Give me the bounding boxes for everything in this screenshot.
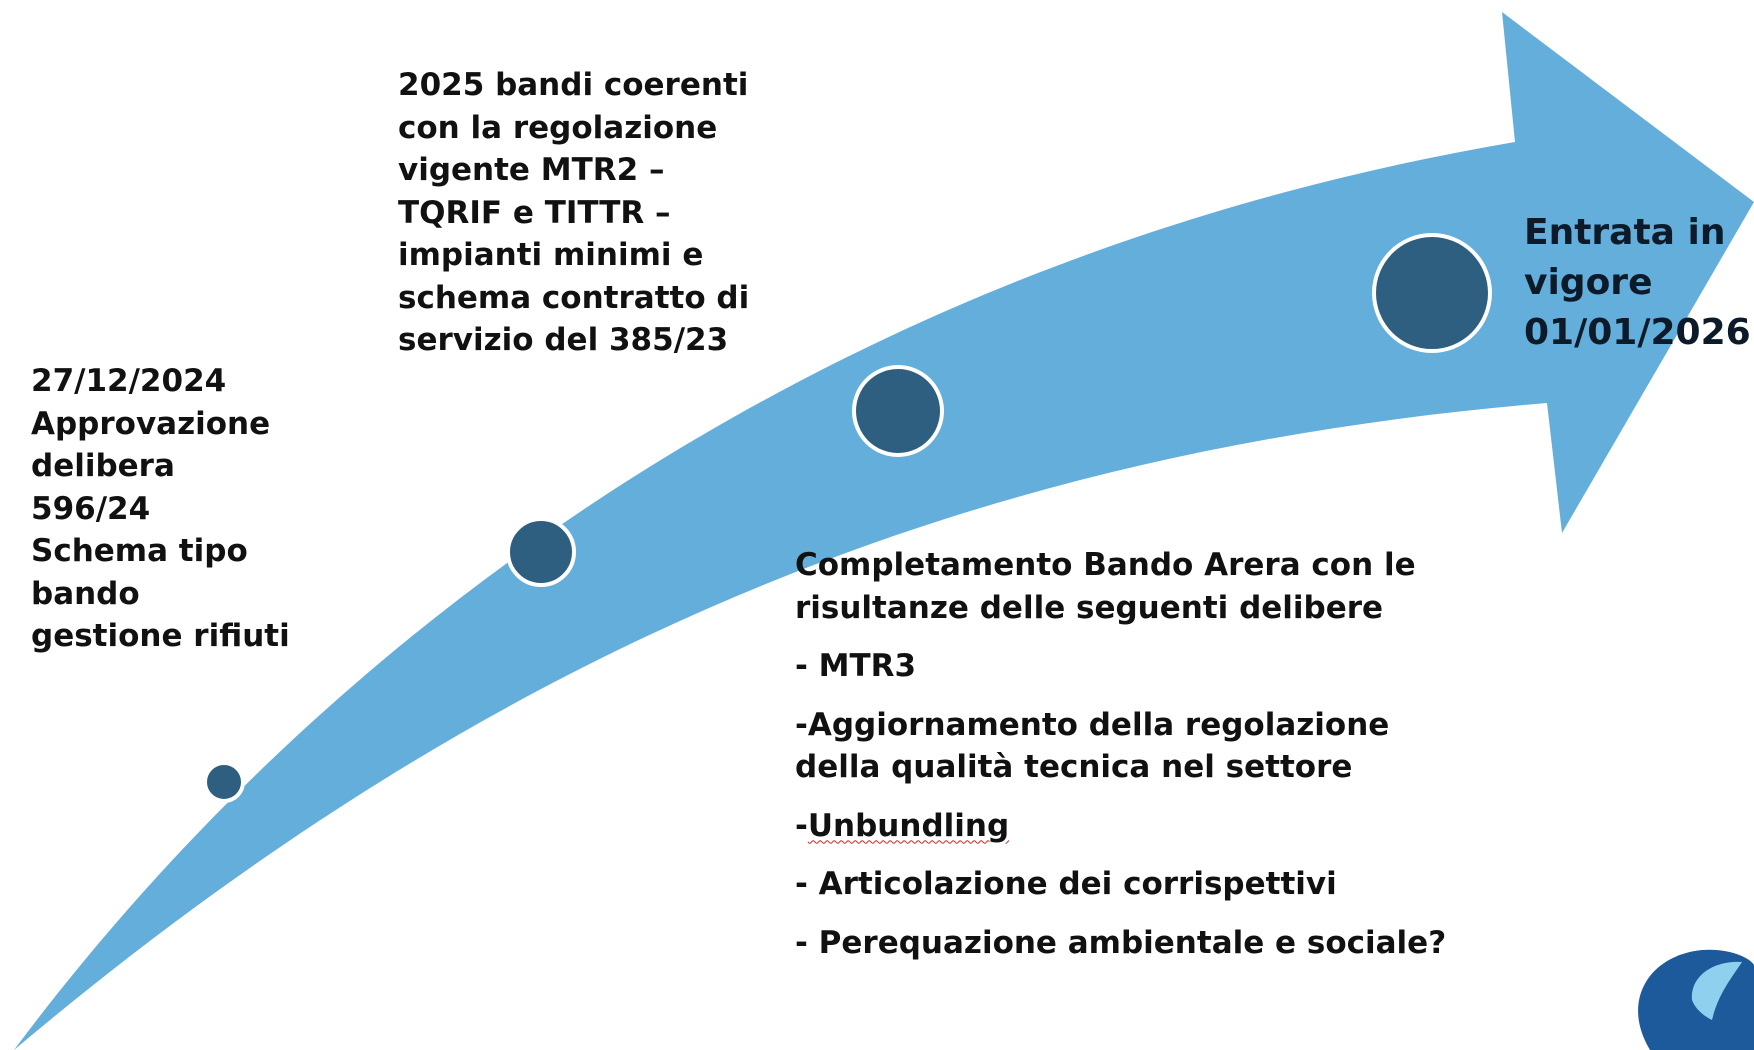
text-line: con la regolazione	[398, 109, 718, 146]
milestone-4-text: Entrata in vigore 01/01/2026	[1524, 208, 1751, 358]
milestone-node-4	[1372, 233, 1492, 353]
text-line: impianti minimi e	[398, 237, 704, 273]
text-line: vigore	[1524, 262, 1653, 303]
milestone-3-intro: Completamento Bando Arera con le risulta…	[795, 544, 1446, 629]
item-line: della qualità tecnica nel settore	[795, 749, 1353, 785]
text-line: Schema tipo	[31, 533, 248, 569]
text-line: schema contratto di	[398, 279, 750, 316]
intro-line: Completamento Bando Arera con le	[795, 547, 1416, 583]
text-line: Approvazione	[31, 405, 271, 442]
item-line: - MTR3	[795, 648, 917, 684]
delibera-item-corrispettivi: - Articolazione dei corrispettivi	[795, 863, 1446, 906]
delibera-item-perequazione: - Perequazione ambientale e sociale?	[795, 922, 1446, 965]
text-line: 2025 bandi coerenti	[398, 67, 749, 103]
milestone-2-text: 2025 bandi coerenti con la regolazione vig…	[398, 64, 749, 362]
wave-logo-icon	[1638, 949, 1754, 1050]
text-line: delibera	[31, 448, 175, 484]
text-line: bando	[31, 575, 140, 612]
milestone-node-1	[203, 761, 245, 803]
milestone-node-2	[506, 517, 576, 587]
item-line: - Articolazione dei corrispettivi	[795, 866, 1337, 902]
milestone-node-3	[852, 365, 944, 457]
intro-line: risultanze delle seguenti delibere	[795, 589, 1384, 626]
item-line: -Aggiornamento della regolazione	[795, 706, 1390, 743]
item-line: - Perequazione ambientale e sociale?	[795, 924, 1447, 961]
text-line: 27/12/2024	[31, 363, 227, 399]
text-line: Entrata in	[1524, 212, 1726, 253]
text-line: servizio del 385/23	[398, 322, 729, 358]
text-line: TQRIF e TITTR –	[398, 194, 671, 231]
text-line: 596/24	[31, 490, 151, 527]
delibera-item-qualita: -Aggiornamento della regolazione della q…	[795, 704, 1446, 789]
unbundling-word: Unbundling	[807, 807, 1010, 844]
timeline-arrow	[14, 12, 1754, 1050]
text-line: vigente MTR2 –	[398, 152, 665, 188]
text-line: gestione rifiuti	[31, 618, 290, 654]
delibera-item-mtr3: - MTR3	[795, 645, 1446, 688]
text-line: 01/01/2026	[1524, 312, 1751, 353]
delibera-item-unbundling: -Unbundling	[795, 805, 1446, 848]
milestone-3-text: Completamento Bando Arera con le risulta…	[795, 544, 1446, 980]
item-prefix: -	[795, 807, 808, 844]
item-line: -Unbundling	[795, 805, 1446, 848]
